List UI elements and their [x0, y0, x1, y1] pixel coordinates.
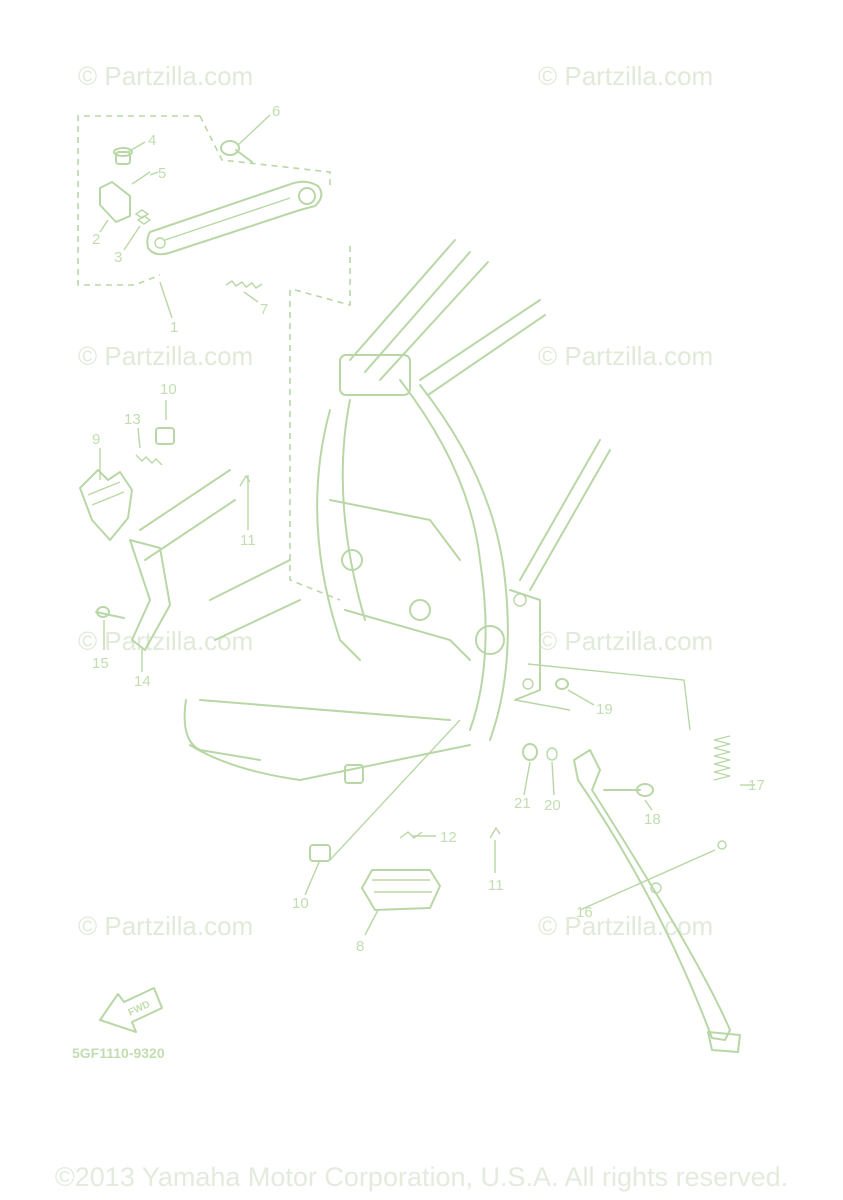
callout-10-lower: 10 [292, 895, 309, 912]
leader-lines [99, 114, 755, 936]
watermark: © Partzilla.com [538, 911, 713, 941]
return-spring [225, 280, 263, 289]
callout-14: 14 [134, 673, 151, 690]
sidestand [522, 678, 741, 1053]
diagram-code: 5GF1110-9320 [72, 1045, 165, 1061]
callout-10-upper: 10 [160, 381, 177, 398]
brake-pedal [146, 180, 323, 256]
callout-11-lower: 11 [488, 877, 504, 894]
callout-5: 5 [158, 165, 166, 182]
callout-1: 1 [170, 319, 178, 336]
callout-2: 2 [92, 231, 100, 248]
watermark: © Partzilla.com [538, 341, 713, 371]
callout-6: 6 [272, 103, 280, 120]
watermark: © Partzilla.com [78, 626, 253, 656]
frame [139, 239, 611, 784]
callout-9: 9 [92, 431, 100, 448]
watermark: © Partzilla.com [78, 61, 253, 91]
callout-15: 15 [92, 655, 109, 672]
callout-21: 21 [514, 795, 531, 812]
watermark: © Partzilla.com [538, 626, 713, 656]
callout-numbers: 1 2 3 4 5 6 7 8 9 10 10 11 11 12 13 14 1… [92, 103, 765, 955]
callout-17: 17 [748, 777, 765, 794]
callout-13: 13 [124, 411, 141, 428]
copyright-notice: ©2013 Yamaha Motor Corporation, U.S.A. A… [54, 1162, 789, 1192]
callout-4: 4 [148, 132, 156, 149]
watermark: © Partzilla.com [78, 341, 253, 371]
pivot-bolt [220, 140, 253, 163]
callout-8: 8 [356, 938, 364, 955]
brake-pedal-assembly-box [77, 115, 351, 307]
callout-3: 3 [114, 249, 122, 266]
fwd-label: FWD [127, 999, 152, 1019]
callout-20: 20 [544, 797, 561, 814]
callout-16: 16 [576, 904, 593, 921]
watermark: © Partzilla.com [538, 61, 713, 91]
callout-11-upper: 11 [240, 532, 256, 549]
clevis-parts [99, 147, 152, 225]
watermark: © Partzilla.com [78, 911, 253, 941]
fwd-arrow-icon: FWD [99, 987, 163, 1033]
callout-12: 12 [440, 829, 457, 846]
callout-7: 7 [260, 301, 268, 318]
footrest-right [239, 474, 501, 911]
footrest-left [79, 427, 175, 651]
callout-18: 18 [644, 811, 661, 828]
callout-19: 19 [596, 701, 613, 718]
